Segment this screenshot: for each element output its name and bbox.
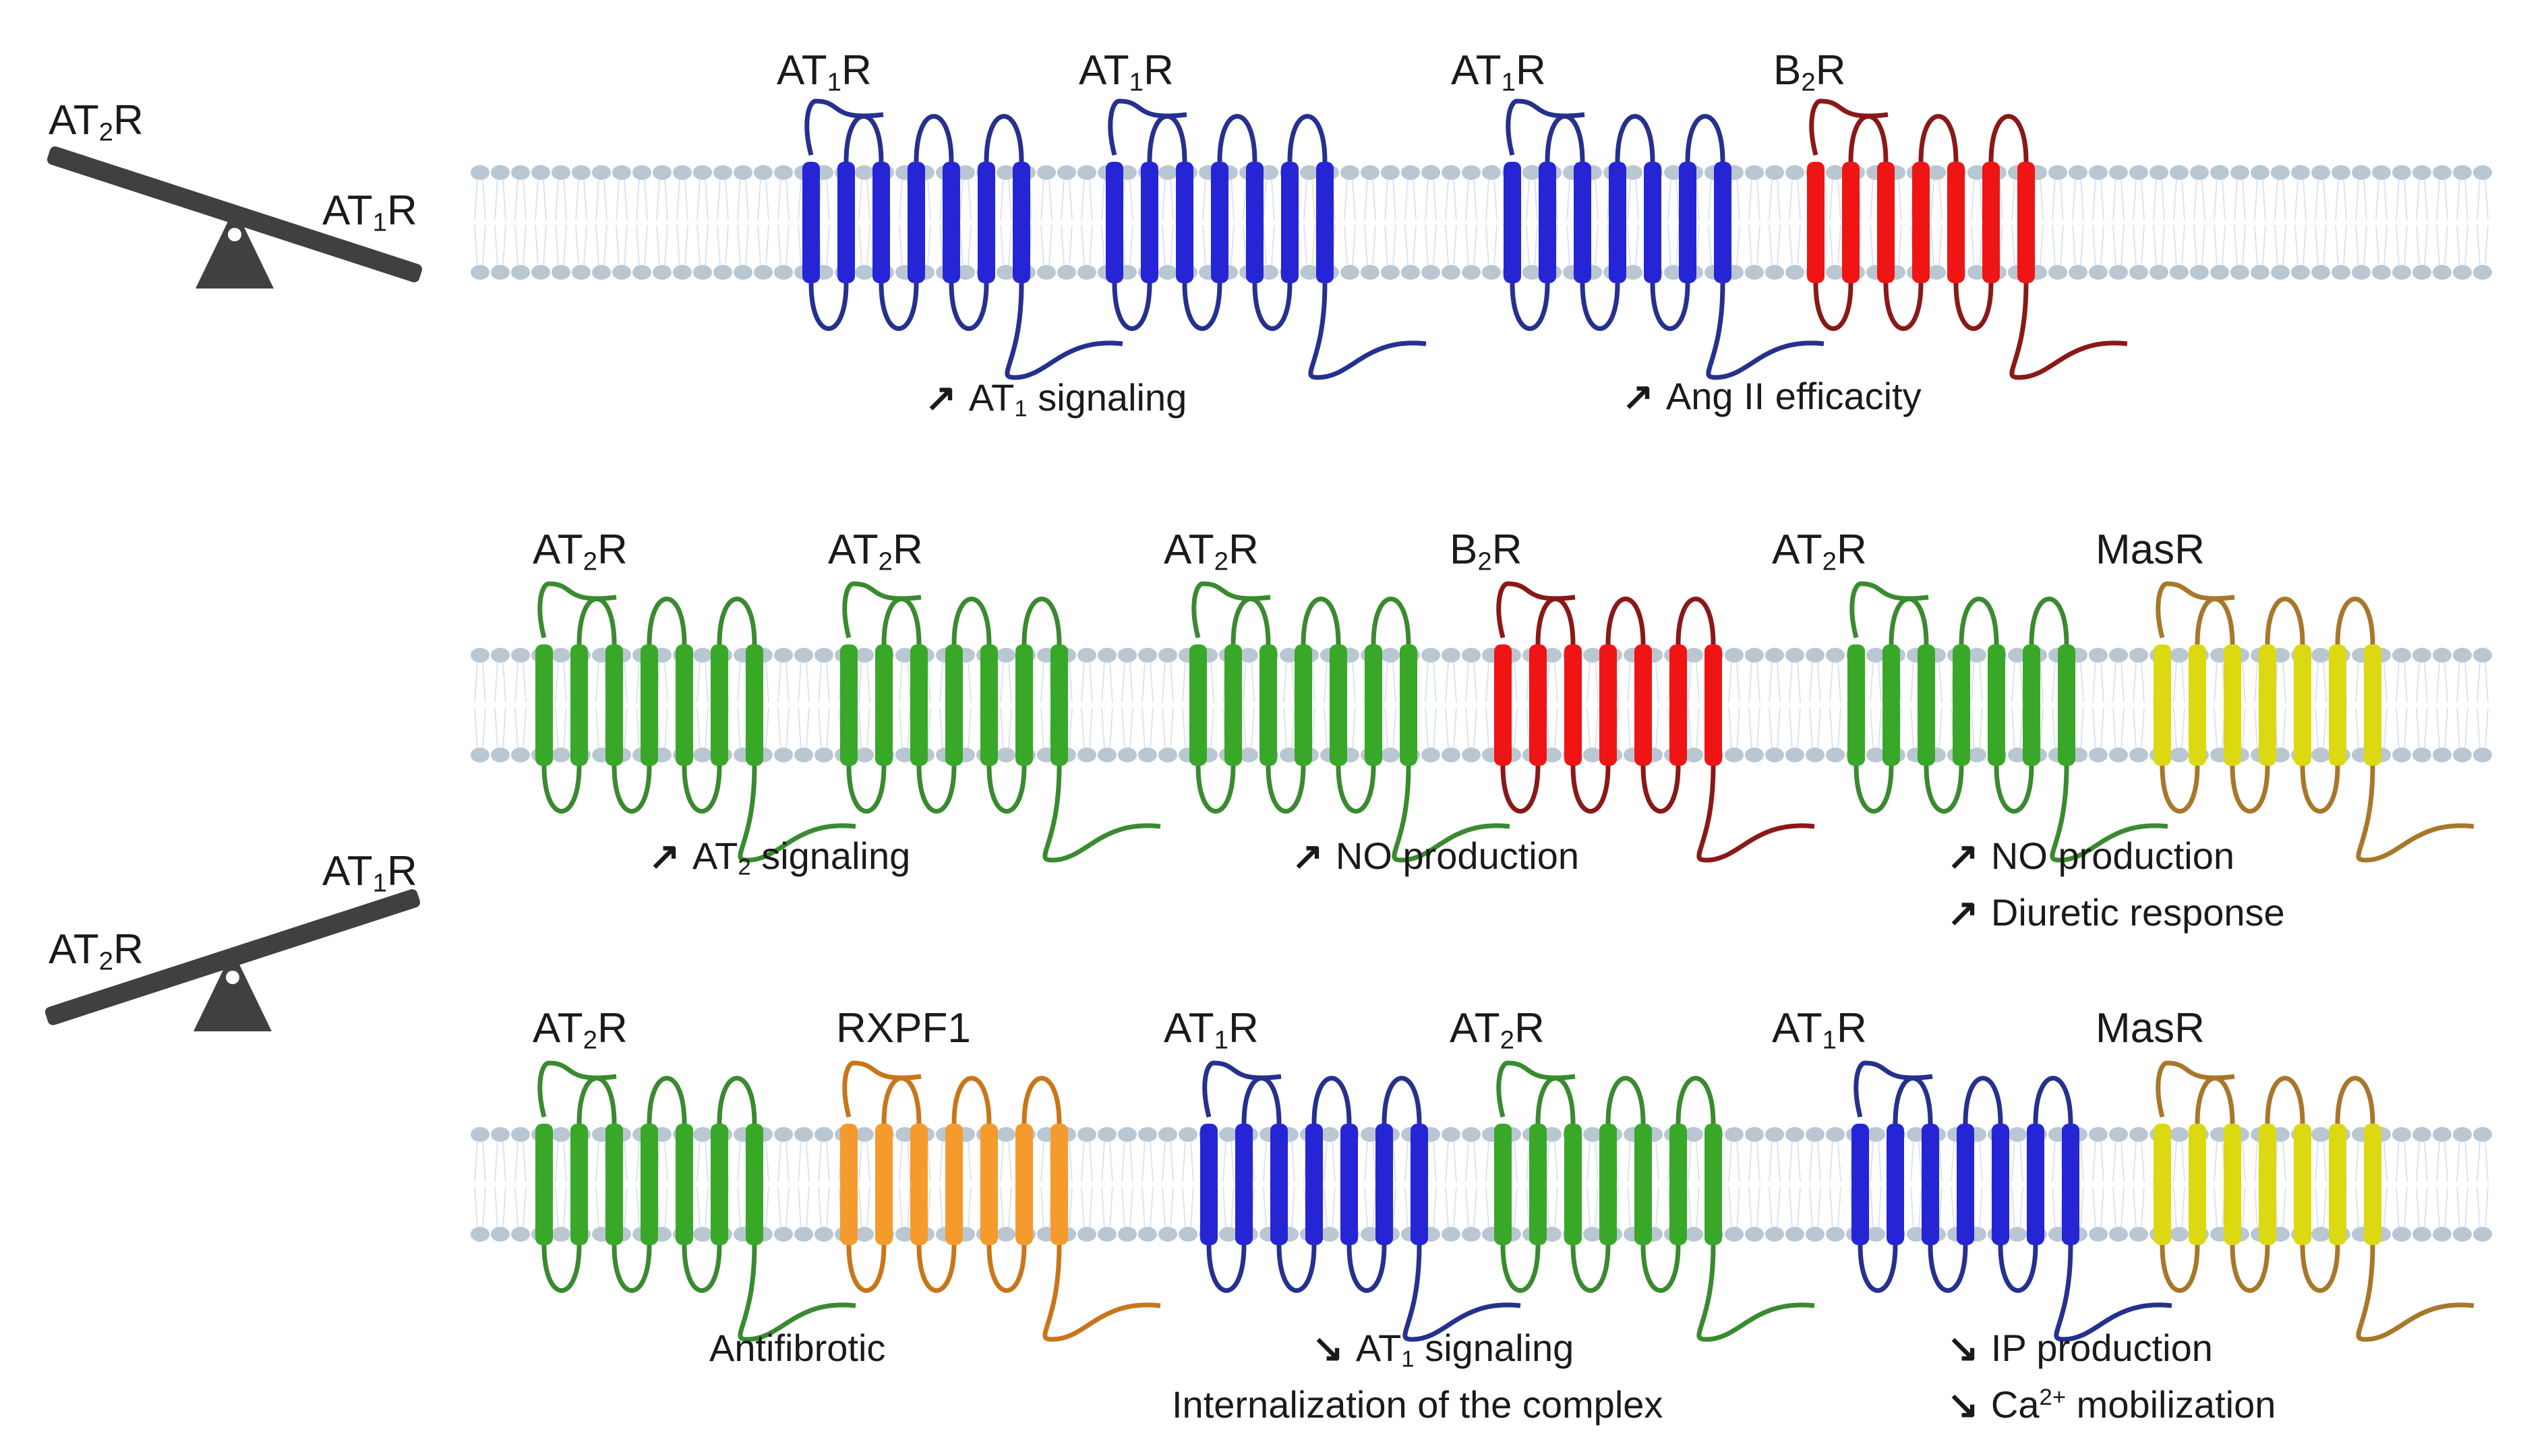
seesaw-bottom-right-label: AT1R [322,848,417,898]
receptor-label: MasR [2096,1005,2205,1052]
receptor-label: MasR [2096,526,2205,573]
receptor-at2r [535,581,856,863]
effect-diuretic-response: ↗Diuretic response [1947,891,2285,934]
receptor-masr [2154,1060,2474,1342]
seesaw-top-right-label: AT1R [322,187,417,237]
effect-ip-production: ↘IP production [1947,1327,2213,1369]
effect-at1-signaling-up: ↗AT1 signaling [925,376,1187,422]
receptor-masr [2154,581,2474,863]
receptor-at1r [1504,98,1825,380]
receptor-label: AT2R [1450,1005,1545,1055]
effect-internalization: Internalization of the complex [1172,1383,1663,1426]
receptor-b2r [1494,581,1815,863]
receptor-at2r [535,1060,856,1342]
receptor-at2r [840,581,1161,863]
receptor-label: B2R [1773,47,1846,97]
receptor-label: RXPF1 [836,1005,971,1052]
seesaw-icon [45,889,421,1031]
receptor-label: AT1R [777,47,872,97]
receptor-at1r [1851,1060,2172,1342]
receptor-at2r [1847,581,2168,863]
effect-ang2-efficacity: ↗Ang II efficacity [1622,375,1922,417]
receptor-label: B2R [1450,526,1522,576]
receptor-at2r [1189,581,1510,863]
effect-at1-signaling-down: ↘AT1 signaling [1312,1327,1574,1372]
receptor-label: AT1R [1451,47,1546,97]
seesaw-top-left-label: AT2R [49,97,144,147]
effect-antifibrotic: Antifibrotic [709,1327,886,1369]
membrane-bilayer [471,165,2492,280]
effect-ca-mobilization: ↘Ca2+ mobilization [1947,1383,2276,1426]
receptor-label: AT2R [1164,526,1259,576]
receptor-label: AT2R [533,526,628,576]
receptor-b2r [1807,98,2128,380]
receptor-label: AT1R [1079,47,1174,97]
receptor-label: AT2R [533,1005,628,1055]
receptor-label: AT1R [1772,1005,1867,1055]
receptor-rxfp1 [840,1060,1161,1342]
seesaw-bottom-left-label: AT2R [49,926,144,976]
receptor-at2r [1494,1060,1815,1342]
receptor-label: AT2R [828,526,923,576]
seesaw-icon [47,146,423,289]
receptor-at1r [1106,98,1427,380]
effect-at2-signaling-up: ↗AT2 signaling [649,835,911,880]
effect-no-production: ↗NO production [1292,835,1579,877]
receptor-at1r [802,98,1123,380]
receptor-label: AT2R [1772,526,1867,576]
receptor-at1r [1200,1060,1521,1342]
receptor-label: AT1R [1164,1005,1259,1055]
effect-no-production-2: ↗NO production [1947,835,2234,877]
